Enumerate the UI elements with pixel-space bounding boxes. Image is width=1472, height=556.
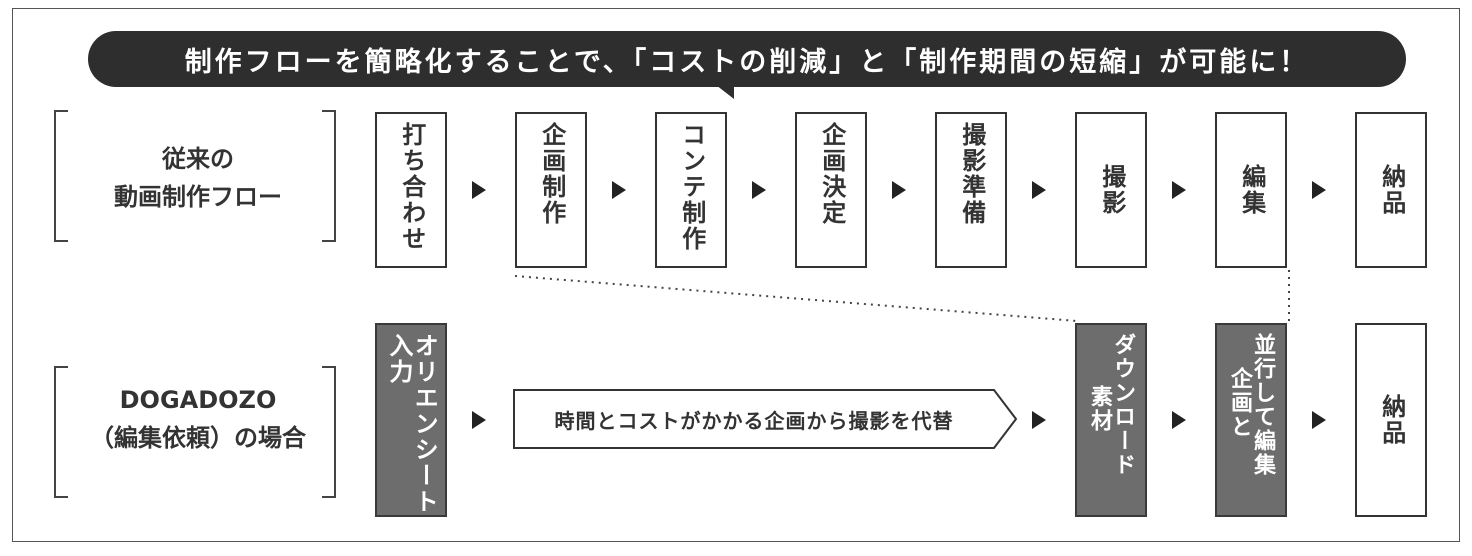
step-orient-sheet: オリエンシート入力 bbox=[375, 323, 447, 517]
step-orient-sheet-label: オリエンシート入力 bbox=[385, 333, 439, 515]
step-download-col1: ダウンロード bbox=[1110, 333, 1136, 477]
bracket-right-traditional bbox=[322, 110, 336, 242]
step-storyboard: コンテ制作 bbox=[655, 112, 727, 268]
step-edit-label: 編集 bbox=[1237, 164, 1266, 216]
step-material-download: ダウンロード 素材 bbox=[1075, 323, 1147, 517]
replacement-arrow-shape bbox=[513, 389, 1018, 449]
step-shoot-prep: 撮影準備 bbox=[935, 112, 1007, 268]
banner-pointer bbox=[716, 85, 734, 99]
step-dogadozo-delivery: 納品 bbox=[1355, 323, 1427, 517]
dogadozo-label-line1: DOGADOZO bbox=[119, 386, 277, 414]
arrow-right-icon bbox=[472, 411, 486, 429]
step-delivery-label: 納品 bbox=[1377, 164, 1406, 216]
bracket-left-traditional bbox=[54, 110, 68, 242]
arrow-right-icon bbox=[1032, 181, 1046, 199]
step-shoot-label: 撮影 bbox=[1097, 164, 1126, 216]
dotted-connector-planning bbox=[514, 275, 1078, 322]
arrow-right-icon bbox=[1172, 181, 1186, 199]
step-planning-label: 企画制作 bbox=[537, 122, 566, 226]
step-meeting-label: 打ち合わせ bbox=[397, 122, 426, 252]
arrow-right-icon bbox=[1312, 181, 1326, 199]
dogadozo-flow-label: DOGADOZO （編集依頼）の場合 bbox=[68, 381, 328, 457]
bracket-right-dogadozo bbox=[322, 366, 336, 498]
arrow-right-icon bbox=[1032, 411, 1046, 429]
traditional-label-line1: 従来の bbox=[162, 145, 234, 173]
step-shoot: 撮影 bbox=[1075, 112, 1147, 268]
step-delivery: 納品 bbox=[1355, 112, 1427, 268]
traditional-flow-label: 従来の 動画制作フロー bbox=[68, 140, 328, 216]
dogadozo-label-line2: （編集依頼）の場合 bbox=[90, 424, 306, 452]
arrow-right-icon bbox=[752, 181, 766, 199]
step-plan-decision-label: 企画決定 bbox=[817, 122, 846, 226]
replacement-text: 時間とコストがかかる企画から撮影を代替 bbox=[514, 390, 994, 448]
arrow-right-icon bbox=[472, 181, 486, 199]
arrow-right-icon bbox=[1312, 411, 1326, 429]
arrow-right-icon bbox=[1172, 411, 1186, 429]
step-edit-col1: 並行して編集 bbox=[1250, 333, 1276, 477]
step-dogadozo-delivery-label: 納品 bbox=[1377, 394, 1406, 446]
arrow-right-icon bbox=[892, 181, 906, 199]
bracket-left-dogadozo bbox=[54, 366, 68, 498]
step-edit-col2: 企画と bbox=[1227, 367, 1252, 439]
step-parallel-edit: 並行して編集 企画と bbox=[1215, 323, 1287, 517]
step-download-col2: 素材 bbox=[1087, 385, 1112, 433]
arrow-right-icon bbox=[612, 181, 626, 199]
step-plan-decision: 企画決定 bbox=[795, 112, 867, 268]
step-planning: 企画制作 bbox=[515, 112, 587, 268]
step-storyboard-label: コンテ制作 bbox=[677, 122, 706, 252]
headline-text: 制作フローを簡略化することで、「コストの削減」と「制作期間の短縮」が可能に！ bbox=[184, 46, 1310, 78]
replacement-text-label: 時間とコストがかかる企画から撮影を代替 bbox=[554, 408, 954, 433]
step-shoot-prep-label: 撮影準備 bbox=[957, 122, 986, 226]
traditional-label-line2: 動画制作フロー bbox=[114, 183, 282, 211]
outer-frame bbox=[12, 8, 1460, 542]
step-meeting: 打ち合わせ bbox=[375, 112, 447, 268]
step-edit: 編集 bbox=[1215, 112, 1287, 268]
headline-banner: 制作フローを簡略化することで、「コストの削減」と「制作期間の短縮」が可能に！ bbox=[88, 31, 1406, 87]
